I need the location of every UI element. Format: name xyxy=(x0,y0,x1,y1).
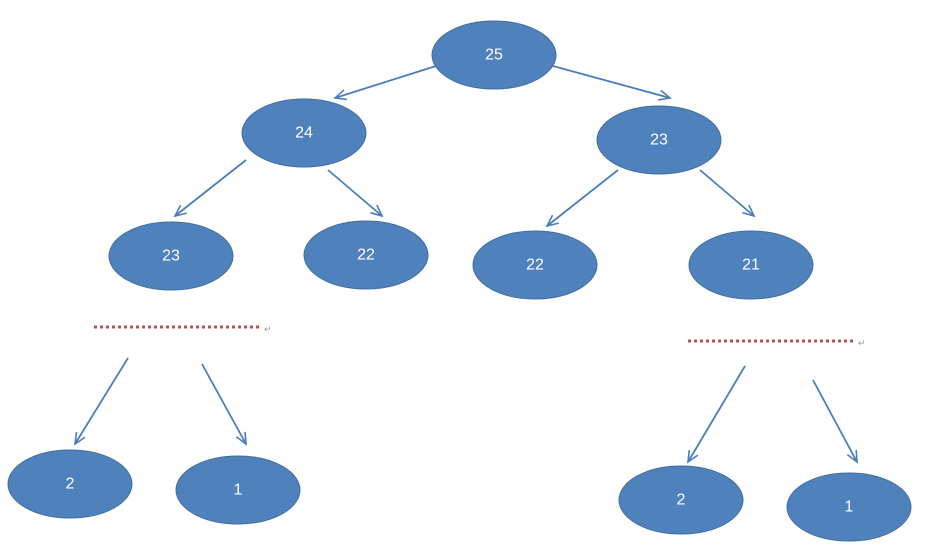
edge-arrow-n24-n22l xyxy=(327,169,384,218)
edge-arrow-n23r-n22r xyxy=(545,169,619,228)
node-label: 22 xyxy=(357,247,375,264)
node-ellipse xyxy=(108,221,234,291)
edge-arrow-gap-right-n1r xyxy=(812,379,858,464)
node-ellipse xyxy=(303,220,429,290)
tree-node-n23r: 23 xyxy=(596,105,722,175)
node-ellipse xyxy=(596,105,722,175)
edge-arrow-n25-n24 xyxy=(333,65,437,101)
tree-node-n1l: 1 xyxy=(175,455,301,525)
tree-node-n21: 21 xyxy=(688,230,814,300)
edge-arrow-n23r-n21 xyxy=(699,169,756,218)
node-label: 1 xyxy=(234,482,243,499)
node-label: 23 xyxy=(650,132,668,149)
node-ellipse xyxy=(175,455,301,525)
node-ellipse xyxy=(241,98,367,168)
edge-arrow-gap-left-n2l xyxy=(73,357,129,446)
node-ellipse xyxy=(786,472,912,542)
node-label: 23 xyxy=(162,248,180,265)
tree-node-n2r: 2 xyxy=(618,465,744,535)
node-label: 25 xyxy=(485,47,503,64)
tree-node-n23l: 23 xyxy=(108,221,234,291)
edge-arrow-n25-n23r xyxy=(552,65,672,101)
node-ellipse xyxy=(688,230,814,300)
node-ellipse xyxy=(431,20,557,90)
return-mark-icon: ↵ xyxy=(858,338,866,348)
node-ellipse xyxy=(472,230,598,300)
node-label: 2 xyxy=(66,476,75,493)
node-label: 22 xyxy=(526,257,544,274)
edge-arrow-gap-right-n2r xyxy=(687,365,746,464)
node-ellipse xyxy=(7,449,133,519)
tree-node-n25: 25 xyxy=(431,20,557,90)
node-label: 21 xyxy=(742,257,760,274)
edge-arrow-n24-n23l xyxy=(173,159,247,218)
node-label: 2 xyxy=(677,492,686,509)
tree-node-n24: 24 xyxy=(241,98,367,168)
edge-arrow-gap-left-n1l xyxy=(201,363,247,446)
tree-node-n2l: 2 xyxy=(7,449,133,519)
tree-node-n22r: 22 xyxy=(472,230,598,300)
tree-node-n1r: 1 xyxy=(786,472,912,542)
return-mark-icon: ↵ xyxy=(264,324,272,334)
node-label: 24 xyxy=(295,125,313,142)
node-label: 1 xyxy=(845,499,854,516)
node-ellipse xyxy=(618,465,744,535)
tree-node-n22l: 22 xyxy=(303,220,429,290)
